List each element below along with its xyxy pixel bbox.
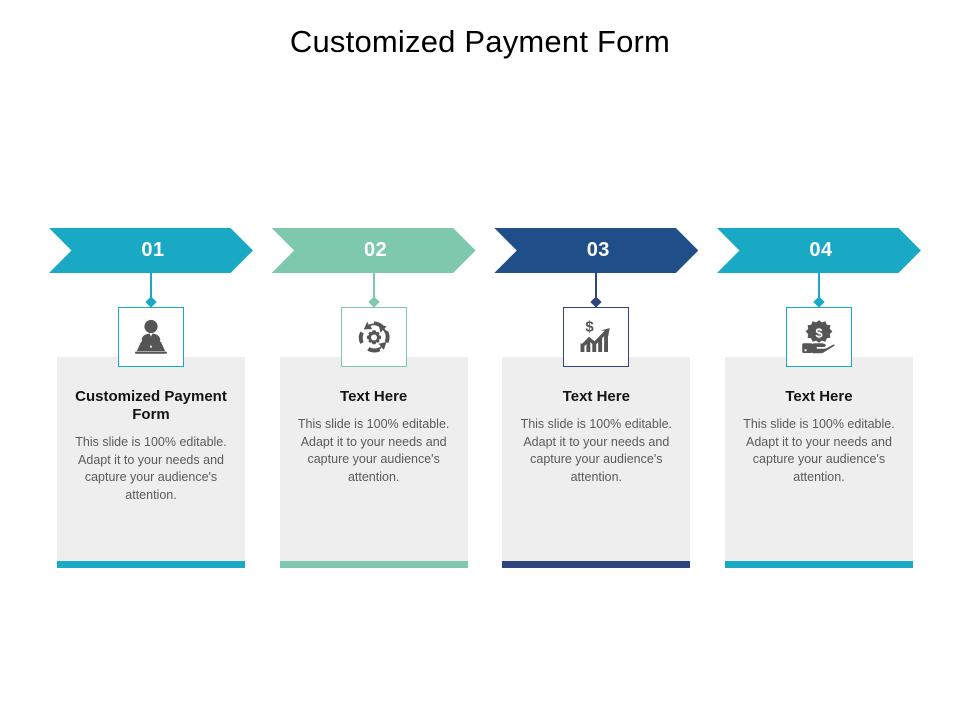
card-text: Text Here This slide is 100% editable. A…: [500, 388, 692, 486]
svg-text:$: $: [586, 319, 595, 336]
chevron-number-label: 03: [586, 239, 610, 261]
page-title: Customized Payment Form: [289, 24, 671, 59]
connector-stem: [817, 273, 820, 301]
content-panel: [502, 357, 691, 568]
connector-stem: [372, 273, 375, 301]
chevron-banner[interactable]: 04: [716, 228, 921, 273]
card-heading: Text Here: [785, 388, 853, 405]
person-at-laptop-icon: [131, 318, 171, 356]
card-text: Text Here This slide is 100% editable. A…: [723, 388, 915, 486]
chevron-number-label: 04: [809, 239, 833, 261]
card-body: This slide is 100% editable. Adapt it to…: [520, 417, 673, 484]
chevron-banner[interactable]: 02: [271, 228, 476, 273]
connector-diamond-icon: [145, 296, 157, 308]
content-panel: [279, 357, 468, 568]
content-panel: [724, 357, 913, 568]
icon-container[interactable]: [340, 307, 407, 367]
chevron-shape: 01: [49, 228, 253, 273]
card-body: This slide is 100% editable. Adapt it to…: [75, 435, 227, 502]
gear-refresh-cycle-icon: [354, 317, 394, 357]
card-text: Text Here This slide is 100% editable. A…: [278, 388, 470, 486]
panel-accent-bar: [279, 561, 468, 568]
svg-text:$: $: [815, 325, 823, 340]
panel-accent-bar: [57, 561, 245, 568]
connector-line: [812, 273, 826, 308]
infographic-column: 02 Text Here This slid: [271, 228, 476, 573]
dollar-growth-chart-icon: $: [576, 318, 616, 356]
chevron-shape: 04: [716, 228, 921, 273]
card-body: This slide is 100% editable. Adapt it to…: [743, 417, 895, 484]
chevron-number-label: 02: [364, 239, 388, 261]
connector-stem: [150, 273, 152, 301]
hand-holding-dollar-icon: $: [799, 318, 839, 356]
connector-stem: [595, 273, 598, 301]
chevron-banner[interactable]: 01: [49, 228, 253, 273]
card-body: This slide is 100% editable. Adapt it to…: [297, 417, 450, 484]
icon-container[interactable]: $: [563, 307, 630, 367]
connector-diamond-icon: [590, 296, 602, 308]
connector-diamond-icon: [813, 296, 825, 308]
card-heading: Text Here: [562, 388, 630, 405]
card-heading: Customized Payment Form: [75, 388, 227, 423]
icon-container[interactable]: $: [785, 307, 852, 367]
panel-accent-bar: [724, 561, 913, 568]
connector-diamond-icon: [367, 296, 380, 308]
card-text: Customized Payment Form This slide is 10…: [55, 388, 247, 504]
infographic-columns: 01 Customized Payment Form: [49, 228, 921, 573]
chevron-shape: 02: [271, 228, 476, 273]
panel-accent-bar: [502, 561, 691, 568]
icon-container[interactable]: [118, 307, 184, 367]
card-heading: Text Here: [340, 388, 408, 405]
connector-line: [367, 273, 381, 308]
chevron-shape: 03: [494, 228, 699, 273]
infographic-column: 03 $ Text Here: [494, 228, 699, 573]
connector-line: [144, 273, 158, 308]
infographic-column: 01 Customized Payment Form: [49, 228, 253, 573]
content-panel: [57, 357, 245, 568]
infographic-column: 04 $ Text Here This slide is 100%: [716, 228, 921, 573]
connector-line: [589, 273, 603, 308]
chevron-banner[interactable]: 03: [494, 228, 699, 273]
chevron-number-label: 01: [141, 239, 165, 261]
